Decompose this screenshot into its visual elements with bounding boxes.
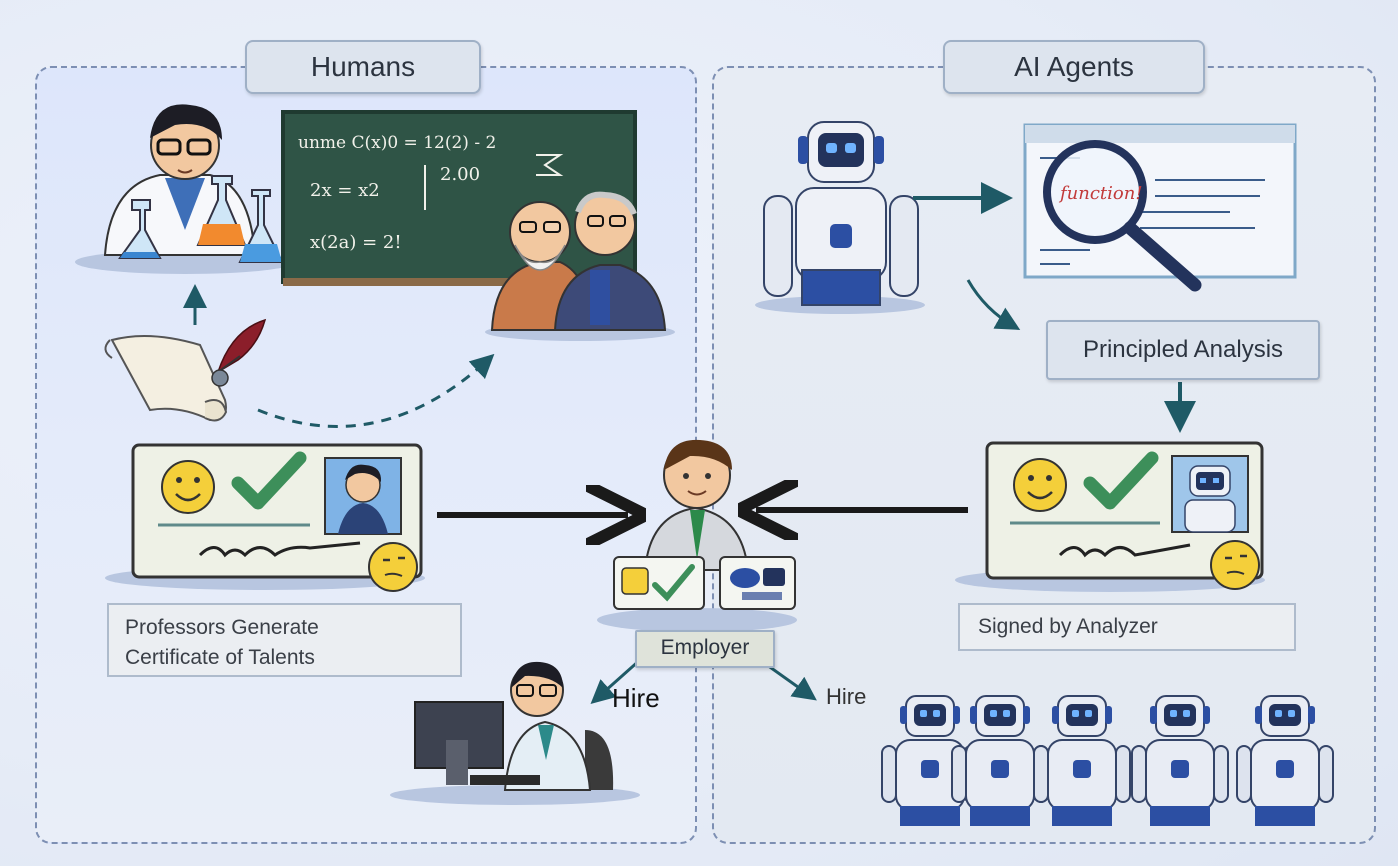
hire-human-label: Hire	[612, 683, 660, 713]
humans-title: Humans	[245, 40, 481, 94]
blackboard-illustration: unme C(x)0 = 12(2) - 2 2x = x2 2.00 x(2a…	[281, 110, 637, 286]
professors-caption: Professors Generate Certificate of Talen…	[107, 603, 462, 677]
code-highlight-text: function!	[1058, 183, 1143, 204]
code-inspection-illustration: function!	[1023, 123, 1297, 292]
blackboard-line2: 2x = x2	[310, 180, 380, 201]
thinking-face-icon	[368, 542, 418, 592]
employer-illustration	[597, 439, 797, 632]
professors-caption-line2: Certificate of Talents	[125, 646, 315, 669]
robot-crowd-illustration	[881, 695, 1334, 827]
employer-label: Employer	[635, 630, 775, 668]
smiley-icon	[1013, 458, 1067, 512]
robot-to-analysis-arrow	[966, 279, 1021, 330]
scroll-to-professors-arrow	[257, 353, 495, 428]
signed-by-caption: Signed by Analyzer	[958, 603, 1296, 651]
hire-human-arrow	[590, 658, 641, 704]
professors-caption-line1: Professors Generate	[125, 616, 319, 639]
professors-illustration	[485, 191, 675, 341]
analyzer-robot-illustration	[755, 121, 925, 314]
hire-agents-label: Hire	[826, 684, 867, 709]
checkmark-icon	[231, 451, 307, 510]
agent-certificate	[955, 441, 1265, 592]
human-certificate	[105, 443, 425, 592]
blackboard-line3: 2.00	[440, 164, 480, 185]
thinking-face-icon	[1210, 540, 1260, 590]
smiley-icon	[161, 460, 215, 514]
scientist-illustration	[75, 104, 295, 274]
scroll-quill-illustration	[104, 318, 267, 422]
ai-agents-title: AI Agents	[943, 40, 1205, 94]
hired-human-illustration	[390, 661, 640, 805]
blackboard-line1: unme C(x)0 = 12(2) - 2	[298, 133, 496, 153]
blackboard-line4: x(2a) = 2!	[310, 232, 402, 253]
checkmark-icon	[1083, 451, 1159, 510]
principled-analysis-box: Principled Analysis	[1046, 320, 1320, 380]
